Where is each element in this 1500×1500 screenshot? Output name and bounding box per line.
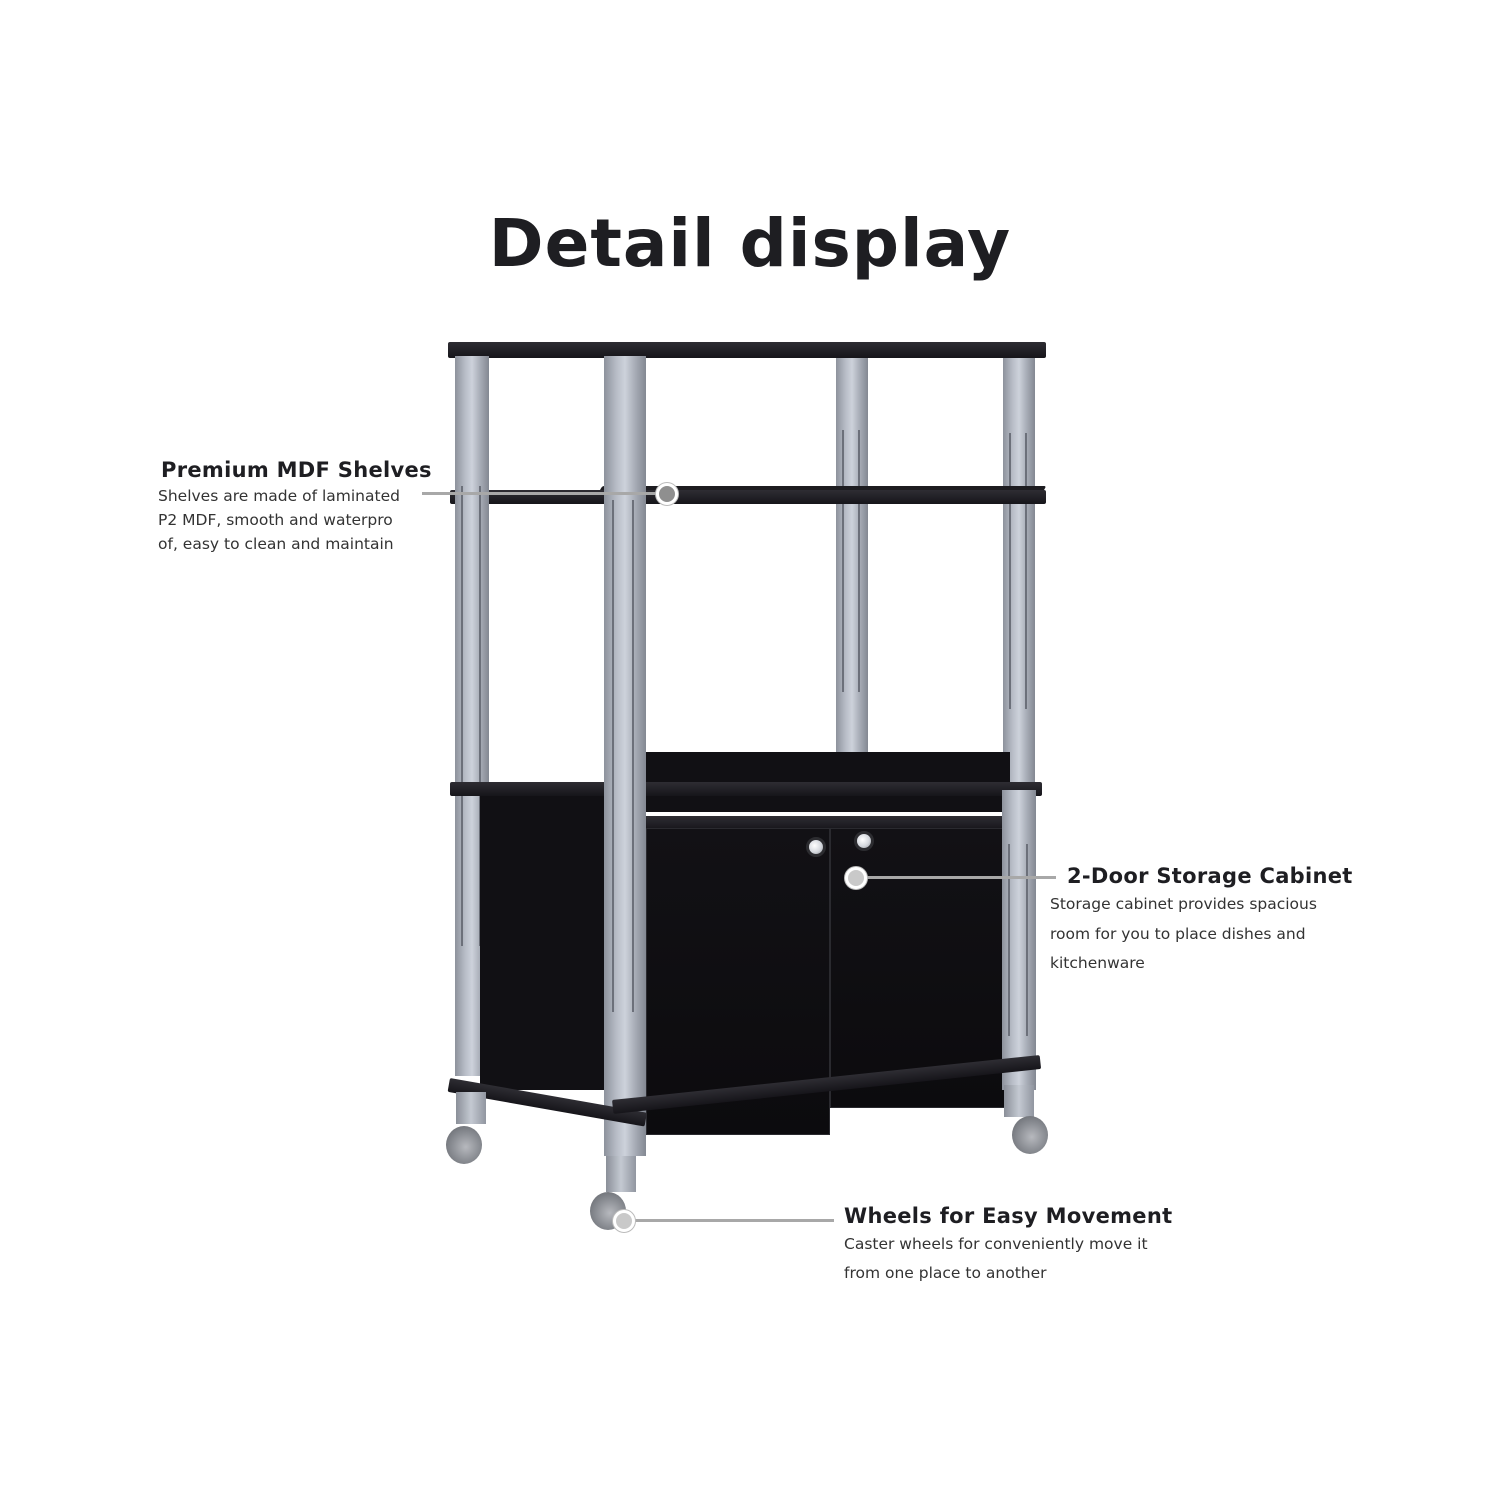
callout-dot-shelves	[656, 483, 678, 505]
leg-right	[1004, 1085, 1034, 1117]
door-knob-right	[854, 831, 874, 851]
front-center-post	[604, 356, 646, 1156]
callout-line-wheels	[626, 1219, 834, 1222]
callout-line: room for you to place dishes and	[1050, 924, 1306, 943]
wheel-left	[446, 1126, 482, 1164]
callout-line: Caster wheels for conveniently move it	[844, 1235, 1148, 1253]
callout-line: from one place to another	[844, 1263, 1047, 1282]
callout-wheels: Wheels for Easy Movement Caster wheels f…	[844, 1204, 1172, 1287]
leg-front	[606, 1156, 636, 1192]
callout-dot-cabinet	[845, 867, 867, 889]
callout-line: P2 MDF, smooth and waterpro	[158, 511, 393, 529]
callout-line: of, easy to clean and maintain	[158, 535, 394, 553]
callout-shelves: Premium MDF Shelves Shelves are made of …	[158, 458, 432, 556]
callout-heading: Premium MDF Shelves	[161, 458, 432, 482]
page-title: Detail display	[488, 205, 1012, 282]
callout-line-shelves	[422, 492, 662, 495]
wheel-right	[1012, 1116, 1048, 1154]
leg-left	[456, 1092, 486, 1124]
cabinet-front-top	[605, 816, 1005, 830]
back-right-post	[1003, 356, 1035, 786]
callout-line: Storage cabinet provides spacious	[1050, 895, 1317, 913]
callout-dot-wheels	[613, 1210, 635, 1232]
top-shelf	[448, 342, 1046, 358]
callout-heading: Wheels for Easy Movement	[844, 1204, 1173, 1228]
callout-line: kitchenware	[1050, 954, 1145, 972]
door-knob-left	[806, 837, 826, 857]
callout-line-cabinet	[858, 876, 1056, 879]
cabinet-top	[450, 782, 1042, 796]
callout-body: Shelves are made of laminated P2 MDF, sm…	[158, 484, 432, 556]
cabinet-side-panel	[480, 790, 605, 1090]
callout-line: Shelves are made of laminated	[158, 487, 400, 505]
back-left-post	[836, 356, 868, 766]
callout-heading: 2-Door Storage Cabinet	[1067, 864, 1353, 888]
callout-cabinet: 2-Door Storage Cabinet Storage cabinet p…	[1050, 864, 1353, 979]
callout-body: Caster wheels for conveniently move it f…	[844, 1230, 1172, 1287]
callout-body: Storage cabinet provides spacious room f…	[1050, 890, 1353, 979]
front-right-post	[1002, 790, 1036, 1090]
